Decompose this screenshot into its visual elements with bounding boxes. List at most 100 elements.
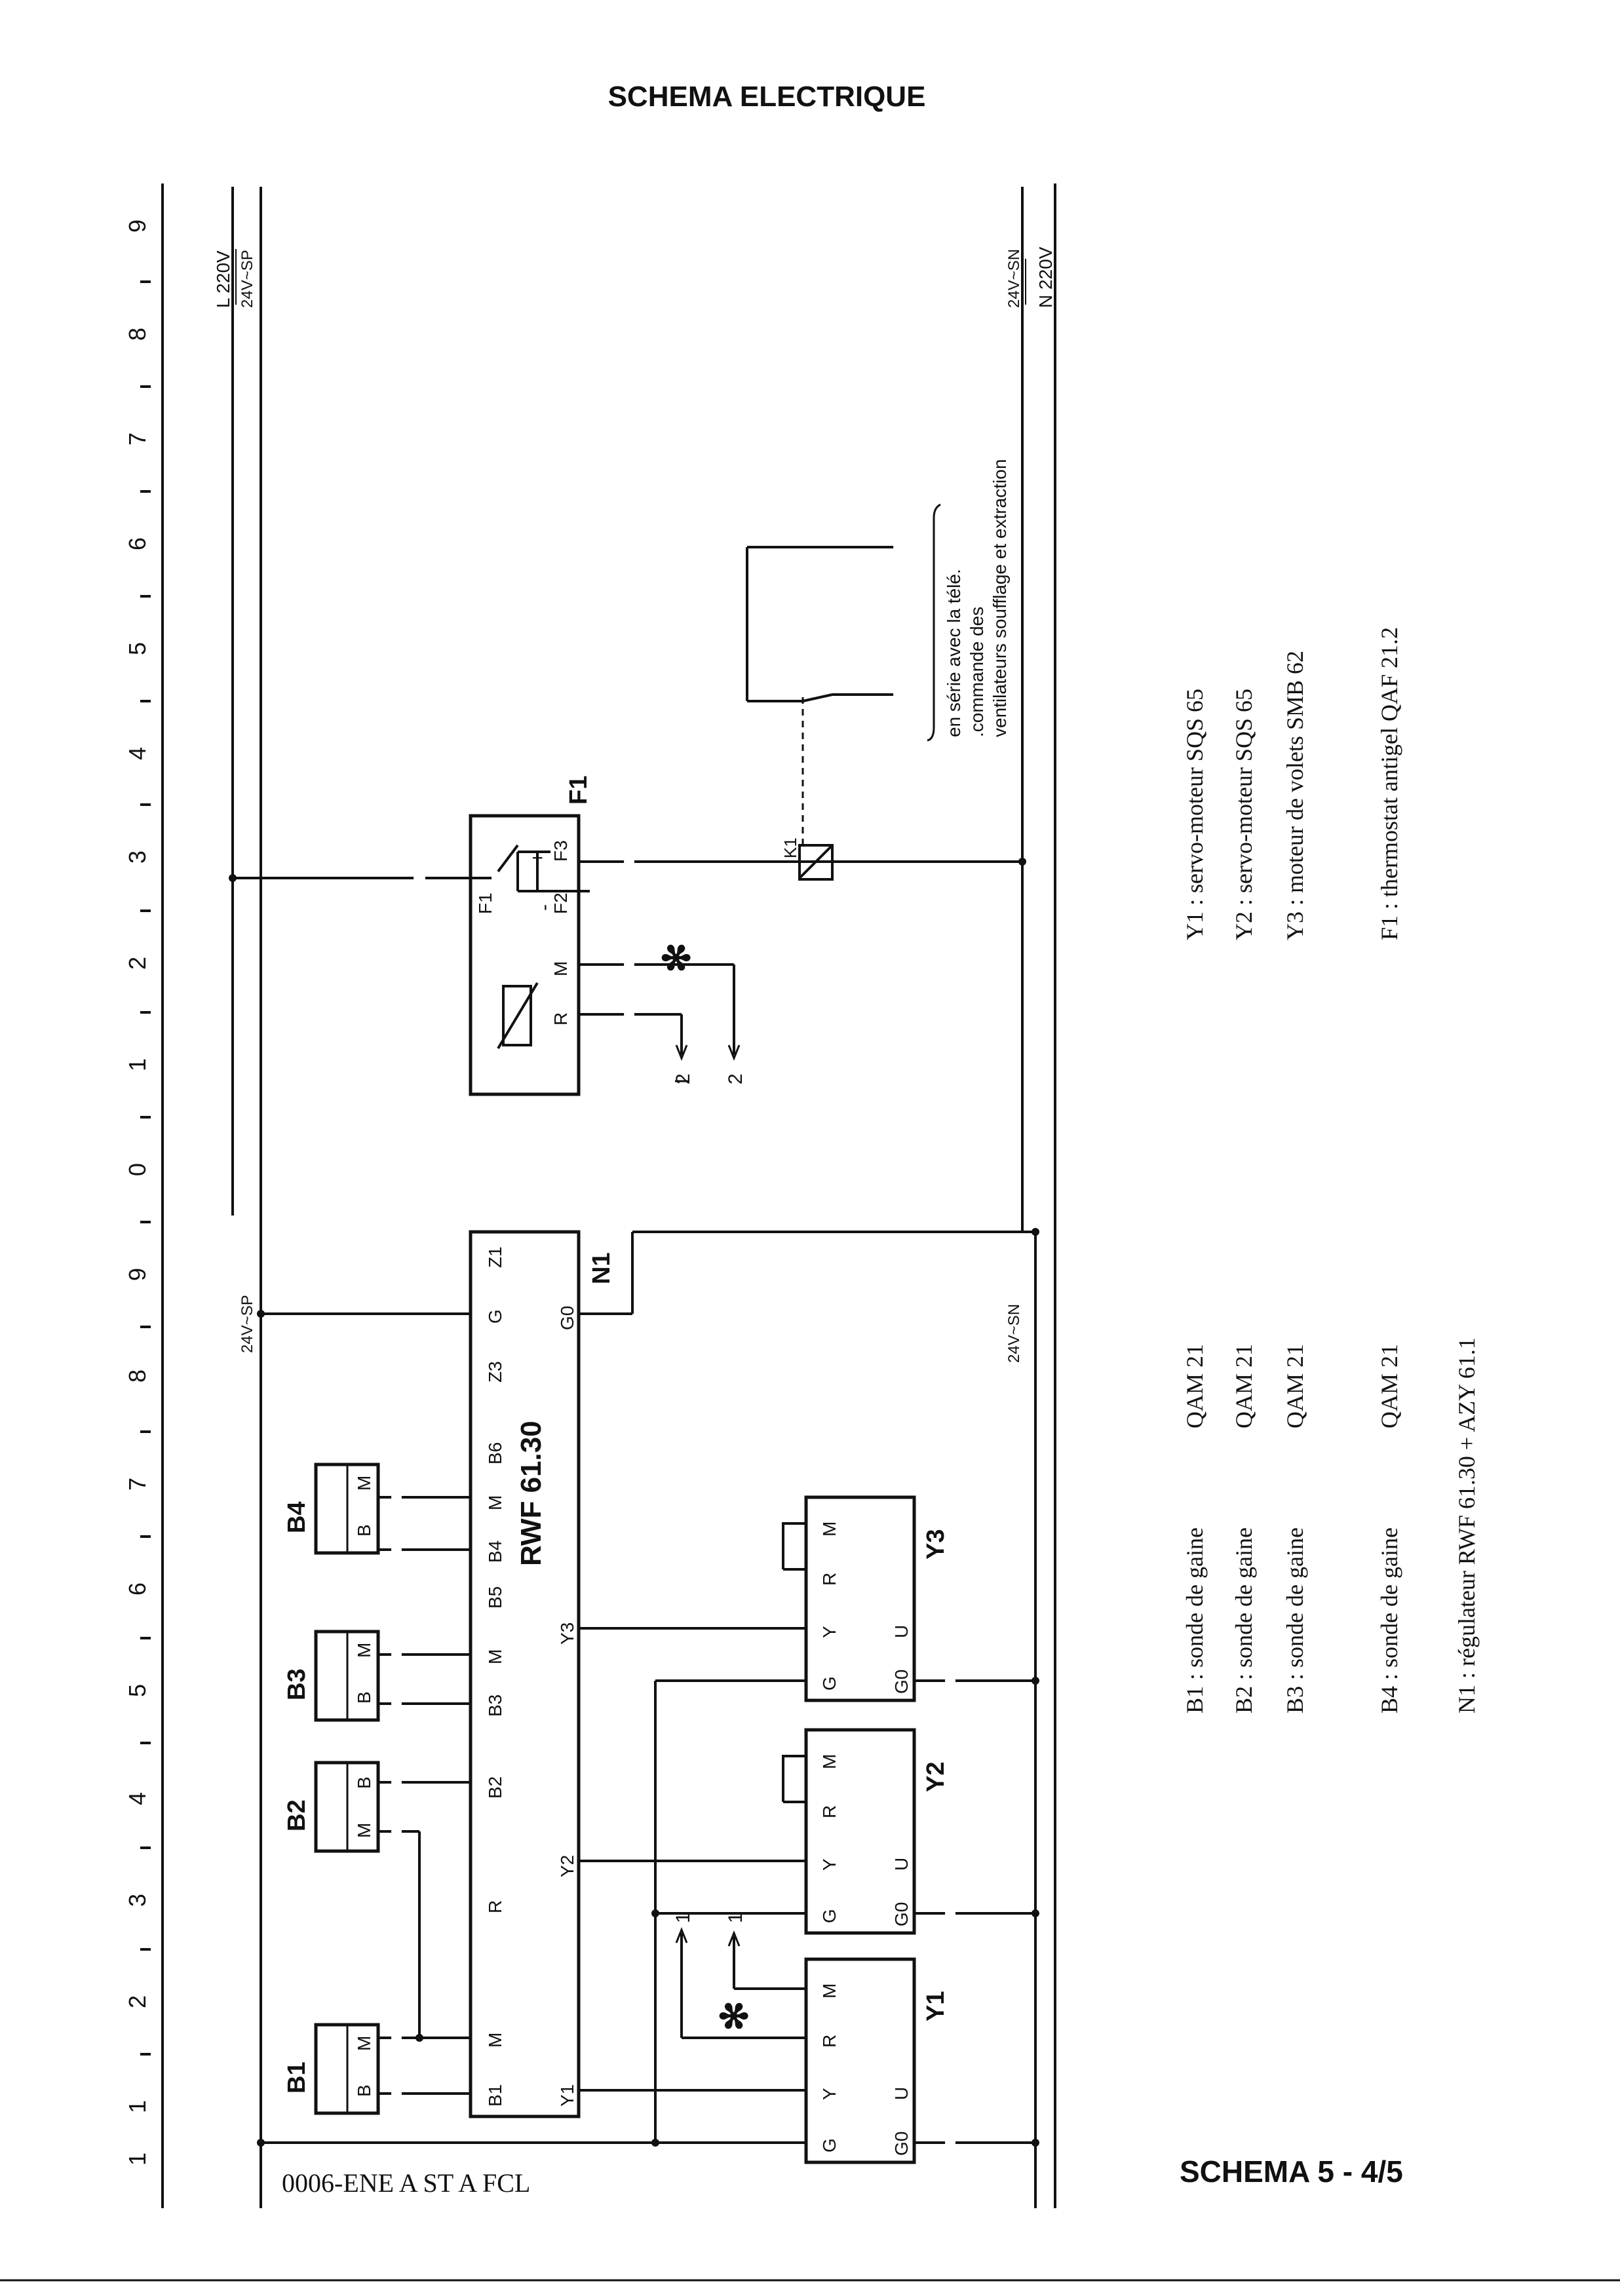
page-title: SCHEMA ELECTRIQUE <box>608 81 926 113</box>
signal-wiring <box>257 1627 806 2147</box>
sensor-terminal: M <box>354 1823 374 1838</box>
sensor-terminal: B <box>354 1691 374 1704</box>
legend-right: Y1 : servo-moteur SQS 65 Y2 : servo-mote… <box>1182 627 1402 940</box>
relay-note-line: ventilateurs soufflage et extraction <box>990 459 1010 737</box>
regulator-terminal: M <box>485 2033 505 2048</box>
legend-left: B1 : sonde de gaine QAM 21 B2 : sonde de… <box>1182 1337 1480 1713</box>
actuator-terminal: M <box>819 1983 839 1999</box>
actuator-terminal: U <box>891 2087 912 2100</box>
regulator-terminal: Y1 <box>557 2084 577 2107</box>
sensor-terminal: B <box>354 2084 374 2097</box>
actuator-name: Y2 <box>922 1762 950 1792</box>
regulator-terminal: Y2 <box>557 1855 577 1877</box>
ruler-mark: 0 <box>124 1163 151 1176</box>
bus-label-sn-top: 24V~SN <box>1005 249 1023 308</box>
actuator-terminal: G0 <box>891 2132 912 2156</box>
ruler-mark: 6 <box>124 537 151 550</box>
actuator-terminal: G <box>819 1909 839 1923</box>
footer-reference: 0006-ENE A ST A FCL <box>282 2168 530 2198</box>
legend-item: Y1 : servo-moteur SQS 65 <box>1182 689 1208 940</box>
ruler-mark: 5 <box>124 1684 151 1697</box>
actuator-terminal: Y <box>819 2088 839 2100</box>
actuator-terminal: G <box>819 2138 839 2152</box>
regulator-terminal: Z3 <box>485 1361 505 1383</box>
actuator-link-label: 1 <box>672 1912 694 1923</box>
ruler-mark: 9 <box>124 1268 151 1281</box>
regulator-terminal: B1 <box>485 2084 505 2107</box>
f1-thermostat: F1 F1 F2 F3 + - R M 2 2 ✻ <box>229 776 1026 1096</box>
sensor-b3: B3 B M <box>283 1630 471 1722</box>
regulator-terminal: M <box>485 1495 505 1510</box>
bus-label-sn-bottom: 24V~SN <box>1005 1304 1023 1363</box>
f1-term-f3: F3 <box>550 840 571 862</box>
regulator-terminal: B6 <box>485 1442 505 1464</box>
actuator-terminal: M <box>819 1754 839 1769</box>
sensor-terminal: M <box>354 2036 374 2051</box>
legend-model: QAM 21 <box>1182 1344 1208 1428</box>
actuator-terminal: G0 <box>891 1902 912 1926</box>
regulator-terminal: Z1 <box>485 1246 505 1268</box>
f1-plus: + <box>527 852 549 864</box>
sensor-name: B2 <box>283 1799 311 1831</box>
regulator-terminal: Y3 <box>557 1622 577 1645</box>
bus-label-l220: L 220V <box>213 250 233 308</box>
ruler-mark: 5 <box>124 642 151 655</box>
legend-item: B1 : sonde de gaine <box>1182 1527 1208 1713</box>
f1-link-label-a: 2 <box>672 1073 694 1084</box>
legend-item: F1 : thermostat antigel QAF 21.2 <box>1376 627 1402 940</box>
f1-term-r: R <box>550 1012 571 1025</box>
sensor-b1: B1 B M <box>283 2023 471 2115</box>
frame <box>0 183 1620 2282</box>
legend-item: B4 : sonde de gaine <box>1376 1527 1402 1713</box>
f1-label: F1 <box>565 776 592 805</box>
actuator-y1: Y1 G Y R M G0 U 1 1 ✻ <box>672 1912 1039 2164</box>
ruler-mark: 3 <box>124 851 151 864</box>
schema-label: SCHEMA 5 - 4/5 <box>1180 2154 1403 2189</box>
sensor-terminal: B <box>354 1524 374 1537</box>
legend-item: B2 : sonde de gaine <box>1231 1527 1257 1713</box>
regulator-terminal: R <box>485 1900 505 1913</box>
actuator-link-label: 1 <box>725 1912 746 1923</box>
regulator-terminal: G <box>485 1309 505 1324</box>
ruler-mark: 3 <box>124 1894 151 1907</box>
actuator-name: Y3 <box>922 1529 950 1559</box>
regulator-terminal: G0 <box>557 1306 577 1330</box>
ruler-mark: 1 <box>124 2100 151 2113</box>
relay-note-line: .commande des <box>967 607 987 737</box>
column-ruler: 1 1 2 3 4 5 6 7 8 9 0 1 2 3 4 5 6 7 8 9 <box>124 220 151 2166</box>
actuator-terminal: Y <box>819 1858 839 1871</box>
regulator-terminal: B2 <box>485 1776 505 1799</box>
actuator-terminal: U <box>891 1625 912 1638</box>
bus-labels: L 220V 24V~SP 24V~SN N 220V 24V~SP 24V~S… <box>213 246 1056 1363</box>
ruler-mark: 9 <box>124 220 151 233</box>
actuator-terminal: G <box>819 1676 839 1691</box>
actuator-terminal: M <box>819 1521 839 1537</box>
k1-label: K1 <box>781 837 800 858</box>
relay-note-line: en série avec la télé. <box>944 569 964 737</box>
ruler-mark: 7 <box>124 1478 151 1491</box>
f1-star: ✻ <box>656 942 697 973</box>
bus-label-n220: N 220V <box>1035 246 1056 308</box>
legend-item: Y2 : servo-moteur SQS 65 <box>1231 689 1257 940</box>
regulator-terminal: B4 <box>485 1540 505 1563</box>
actuator-star: ✻ <box>714 2000 755 2031</box>
regulator-terminal: B5 <box>485 1586 505 1609</box>
ruler-mark: 8 <box>124 1369 151 1383</box>
actuator-y2: Y2 G Y R M G0 U <box>781 1728 1039 1935</box>
legend-model: QAM 21 <box>1231 1344 1257 1428</box>
actuator-name: Y1 <box>922 1991 950 2021</box>
legend-n1: N1 : régulateur RWF 61.30 + AZY 61.1 <box>1454 1337 1480 1713</box>
sensor-name: B4 <box>283 1501 311 1533</box>
legend-model: QAM 21 <box>1282 1344 1308 1428</box>
ruler-mark: 4 <box>124 747 151 760</box>
ruler-mark: 2 <box>124 957 151 970</box>
f1-term-f2: F2 <box>550 892 571 914</box>
actuator-terminal: Y <box>819 1626 839 1638</box>
n1-label: N1 <box>588 1252 615 1284</box>
bus-label-sp-top: 24V~SP <box>239 250 256 308</box>
legend-item: B3 : sonde de gaine <box>1282 1527 1308 1713</box>
legend-model: QAM 21 <box>1376 1344 1402 1428</box>
sensor-b2: B2 M B <box>283 1761 471 2038</box>
sensor-name: B3 <box>283 1668 311 1700</box>
